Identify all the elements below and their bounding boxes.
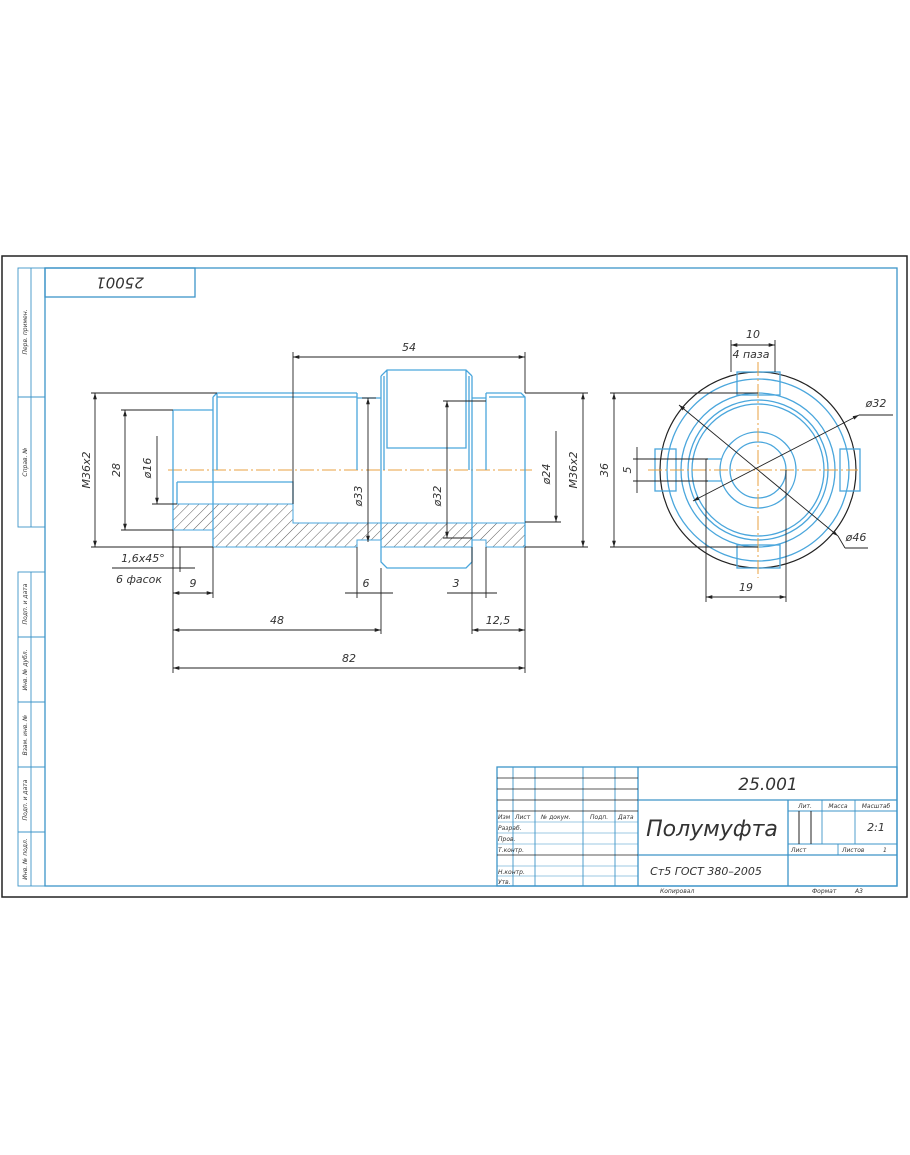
dim-12-5: 12,5	[486, 614, 511, 627]
side-dim-dia46: ø46	[845, 531, 867, 544]
sheets-label: Листов	[841, 847, 865, 854]
sheets-value: 1	[883, 847, 887, 854]
material: Ст5 ГОСТ 380–2005	[650, 865, 762, 878]
dim-82: 82	[342, 652, 356, 665]
side-label: Перв. примен.	[22, 309, 29, 354]
format-value: А3	[854, 888, 863, 895]
header-izm: Изм	[498, 814, 511, 821]
role-developer: Разраб.	[498, 825, 522, 832]
dim-48: 48	[270, 614, 284, 627]
dim-chamfer-count: 6 фасок	[116, 573, 162, 586]
dim-9: 9	[190, 577, 197, 590]
dim-dia33: ø33	[352, 486, 365, 508]
role-approved: Утв.	[498, 879, 511, 886]
dim-dia32: ø32	[431, 486, 444, 508]
role-checker: Пров.	[498, 836, 516, 843]
dim-3: 3	[453, 577, 460, 590]
side-dim-dia32: ø32	[865, 397, 887, 410]
side-label: Справ. №	[22, 447, 29, 476]
dim-6: 6	[363, 577, 370, 590]
designation: 25.001	[738, 775, 797, 795]
side-dim-36: 36	[598, 463, 611, 477]
dim-54: 54	[402, 341, 416, 354]
lit-label: Лит.	[797, 803, 812, 810]
role-norm-control: Н.контр.	[498, 869, 525, 876]
side-dim-19: 19	[739, 581, 753, 594]
side-label: Взам. инв. №	[22, 715, 29, 756]
header-doc-no: № докум.	[540, 814, 571, 821]
dim-chamfer: 1,6х45°	[121, 552, 165, 565]
format-label: Формат	[812, 888, 837, 895]
title-block: Изм Лист № докум. Подп. Дата Разраб. Про…	[496, 766, 898, 887]
copied-label: Копировал	[660, 888, 694, 895]
header-list: Лист	[514, 814, 531, 821]
side-slots-note: 4 паза	[732, 348, 769, 361]
side-dim-10: 10	[746, 328, 760, 341]
scale-value: 2:1	[867, 821, 885, 834]
dim-thread-left: М36х2	[80, 452, 93, 489]
header-date: Дата	[617, 814, 634, 821]
side-label: Инв. № подл.	[22, 838, 29, 879]
side-label: Подп. и дата	[22, 583, 29, 624]
side-label: Подп. и дата	[22, 779, 29, 820]
header-sign: Подп.	[590, 814, 608, 821]
dim-dia24: ø24	[540, 464, 553, 486]
dim-thread-right: М36х2	[567, 452, 580, 489]
mass-label: Масса	[828, 803, 847, 810]
dim-dia16: ø16	[141, 458, 154, 480]
rotated-designation-box: 25001	[44, 267, 196, 298]
sheet-border	[1, 255, 908, 898]
side-strip: Перв. примен. Справ. № Подп. и дата Инв.…	[17, 267, 46, 887]
side-view: 10 4 паза 36 5 19 ø32 ø46	[598, 328, 893, 602]
side-dim-5: 5	[621, 467, 634, 474]
part-name: Полумуфта	[646, 817, 778, 842]
role-tech-control: Т.контр.	[498, 847, 524, 854]
dim-28: 28	[110, 463, 123, 477]
sheet-label: Лист	[790, 847, 807, 854]
rotated-designation: 25001	[96, 274, 144, 292]
front-view: 54 М36х2 28 ø16 ø33 ø32 ø24 М36х2	[80, 341, 588, 673]
scale-label: Масштаб	[862, 803, 891, 810]
side-label: Инв. № дубл.	[22, 649, 29, 690]
